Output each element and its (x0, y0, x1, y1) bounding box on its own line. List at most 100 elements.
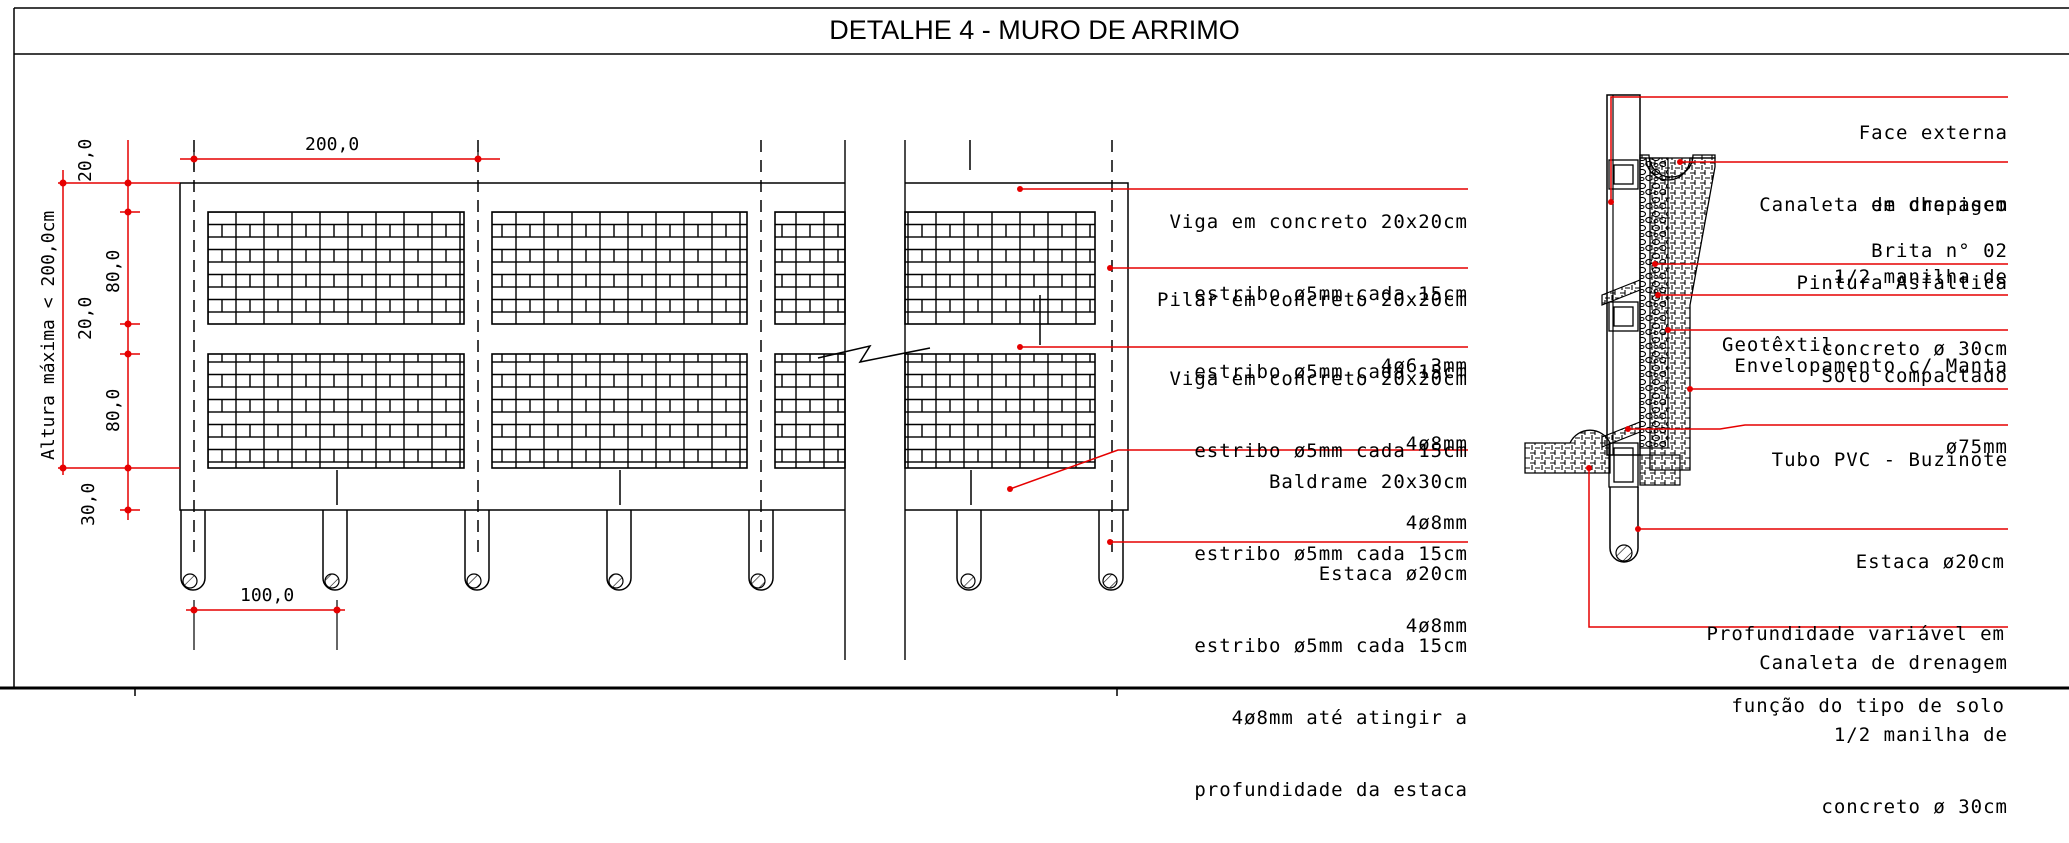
note-pintura: Pintura Asfáltica (1796, 272, 2008, 294)
note-title: Face externa (1858, 122, 2008, 144)
note-canaleta-top: Canaleta de drenagem 1/2 manilha de conc… (1759, 145, 2008, 385)
note-viga-mid: Viga em concreto 20x20cm estribo ø5mm ca… (1169, 319, 1468, 559)
pile-tip (608, 573, 624, 589)
pile-section (1609, 487, 1639, 563)
note-line: 1/2 manilha de (1833, 266, 2008, 288)
leader-dot (1625, 426, 1631, 432)
brick-panel (492, 212, 747, 324)
leader-dot (1652, 261, 1658, 267)
note-estaca: Estaca ø20cm estribo ø5mm cada 15cm 4ø8m… (1194, 514, 1468, 826)
dim-label-100: 100,0 (240, 585, 295, 606)
note-line: estribo ø5mm cada 15cm (1194, 283, 1468, 305)
leader-face (1610, 96, 2008, 202)
leader-dot (1677, 159, 1683, 165)
beam-mid-section (1608, 301, 1639, 332)
note-brita: Brita n° 02 (1871, 240, 2008, 262)
note-title: Envelopamento c/ Manta (1734, 355, 2008, 377)
beam-top-section (1608, 159, 1639, 190)
note-pilar: Pilar em concreto 20x20cm estribo ø5mm c… (1157, 240, 1468, 480)
leader-dot (1586, 465, 1592, 471)
note-line: estribo ø5mm cada 15cm (1194, 543, 1468, 565)
brick-panel (492, 354, 747, 468)
dim-dot (124, 464, 132, 472)
brick-panel (208, 212, 464, 324)
wall-section (1606, 94, 1641, 456)
note-line: 4ø8mm (1405, 512, 1468, 534)
note-line: estribo ø5mm cada 15cm (1194, 440, 1468, 462)
leader-baldrame (1009, 449, 1468, 490)
note-line: em chapisco (1871, 194, 2008, 216)
pile (748, 510, 774, 591)
note-title: Pilar em concreto 20x20cm (1157, 289, 1468, 311)
brick-panel (775, 212, 845, 324)
break-gap (846, 140, 904, 660)
dim-label-seg-lower: 80,0 (103, 388, 124, 432)
note-line: 1/2 manilha de (1833, 724, 2008, 746)
note-line: profundidade da estaca (1194, 779, 1468, 801)
note-title: Viga em concreto 20x20cm (1169, 211, 1468, 233)
dim-label-seg-mid: 20,0 (75, 296, 96, 340)
note-line: estribo ø5mm cada 15cm (1194, 635, 1468, 657)
note-title: Canaleta de drenagem (1759, 652, 2008, 674)
note-title: Baldrame 20x30cm (1268, 471, 1468, 493)
note-face: Face externa em chapisco (1859, 73, 2008, 241)
leader-tubo (1628, 424, 2008, 430)
note-line: Profundidade variável em (1706, 623, 2005, 645)
note-title: Viga em concreto 20x20cm (1169, 368, 1468, 390)
note-viga-top: Viga em concreto 20x20cm estribo ø5mm ca… (1169, 162, 1468, 402)
ground-right (1639, 454, 1681, 486)
note-canaleta-bottom: Canaleta de drenagem 1/2 manilha de conc… (1759, 603, 2008, 843)
brick-panel (905, 212, 1095, 324)
drawing-title: DETALHE 4 - MURO DE ARRIMO (829, 15, 1240, 45)
pile (1098, 510, 1124, 591)
pile-section-tip (1615, 544, 1633, 562)
note-solo: Solo compactado (1821, 365, 2008, 387)
pile-tip (182, 573, 198, 589)
pile-tip (466, 573, 482, 589)
pile-tip (960, 573, 976, 589)
leader-dot (1017, 186, 1023, 192)
note-line: 4ø8mm até atingir a (1231, 707, 1468, 729)
wall-outline-left (179, 182, 845, 511)
dim-dot (124, 208, 132, 216)
drain-channel-bottom (1524, 429, 1611, 474)
note-line: estribo ø5mm cada 15cm (1194, 361, 1468, 383)
dim-dot (124, 350, 132, 358)
dim-dot (474, 155, 482, 163)
dim-dot (59, 179, 67, 187)
dim-dot (190, 606, 198, 614)
leader-canaleta-bottom (1588, 468, 2008, 628)
note-title: Estaca ø20cm (1318, 563, 1468, 585)
pile-tip (750, 573, 766, 589)
note-envelopamento-line2: Geotêxtil (1722, 334, 1834, 356)
brick-panel (775, 354, 845, 468)
pile (464, 510, 490, 591)
pile (180, 510, 206, 591)
dim-dot (124, 179, 132, 187)
section-view (1524, 94, 2008, 628)
drain-pipe (1601, 279, 1641, 306)
drawing-sheet (0, 7, 2069, 696)
dim-dot (333, 606, 341, 614)
dim-label-max-height: Altura máxima < 200,0cm (38, 210, 59, 460)
pile-tip (1102, 573, 1118, 589)
brick-panel (905, 354, 1095, 468)
dim-label-seg-base: 30,0 (78, 482, 99, 526)
note-line: concreto ø 30cm (1821, 796, 2008, 818)
pile (322, 510, 348, 591)
brick-panel (208, 354, 464, 468)
note-line: concreto ø 30cm (1821, 338, 2008, 360)
drain-channel-top (1639, 154, 1716, 181)
pile (606, 510, 632, 591)
leader-dot (1665, 327, 1671, 333)
note-tubo: Tubo PVC - Buzinote (1772, 400, 2008, 496)
note-line: 4ø8mm (1405, 433, 1468, 455)
note-line: 4ø8mm (1405, 615, 1468, 637)
dim-dot (190, 155, 198, 163)
leader-dot (1007, 486, 1013, 492)
leader-dot (1687, 386, 1693, 392)
dim-label-200: 200,0 (305, 134, 360, 155)
dim-dot (124, 320, 132, 328)
leader-dot (1608, 199, 1614, 205)
note-tubo-line2: ø75mm (1945, 436, 2008, 458)
